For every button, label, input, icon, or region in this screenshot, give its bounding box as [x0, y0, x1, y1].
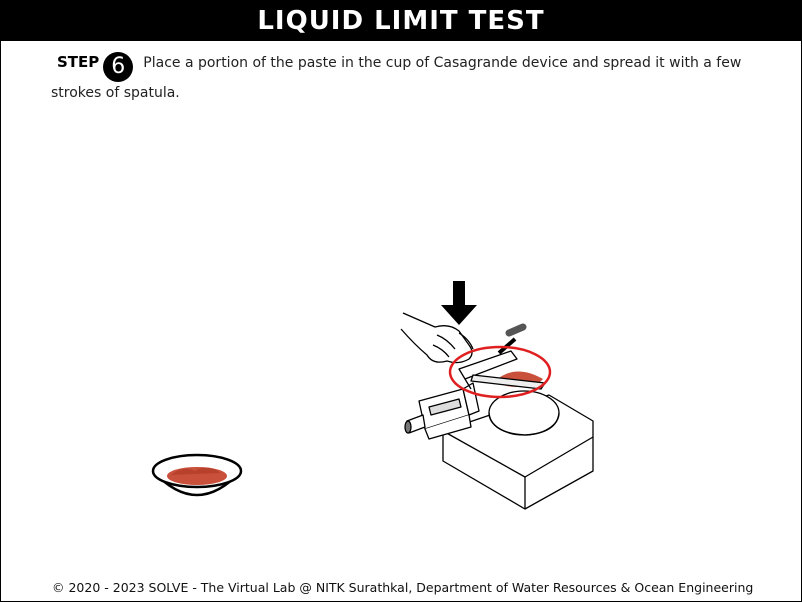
hand	[400, 312, 473, 364]
step-number-badge: 6	[103, 52, 134, 82]
casagrande-device[interactable]	[399, 309, 599, 519]
down-arrow-icon	[441, 281, 477, 325]
step-label: STEP	[57, 53, 100, 71]
highlight-ring	[448, 345, 552, 399]
soil-bowl[interactable]	[149, 449, 245, 513]
footer-copyright: © 2020 - 2023 SOLVE - The Virtual Lab @ …	[52, 580, 754, 595]
bowl-icon	[151, 453, 243, 497]
step-instruction-text: Place a portion of the paste in the cup …	[51, 55, 742, 101]
spatula	[470, 374, 546, 390]
device-handle	[505, 323, 527, 337]
soil-paste-in-bowl	[167, 467, 227, 485]
page-title: LIQUID LIMIT TEST	[1, 1, 801, 41]
